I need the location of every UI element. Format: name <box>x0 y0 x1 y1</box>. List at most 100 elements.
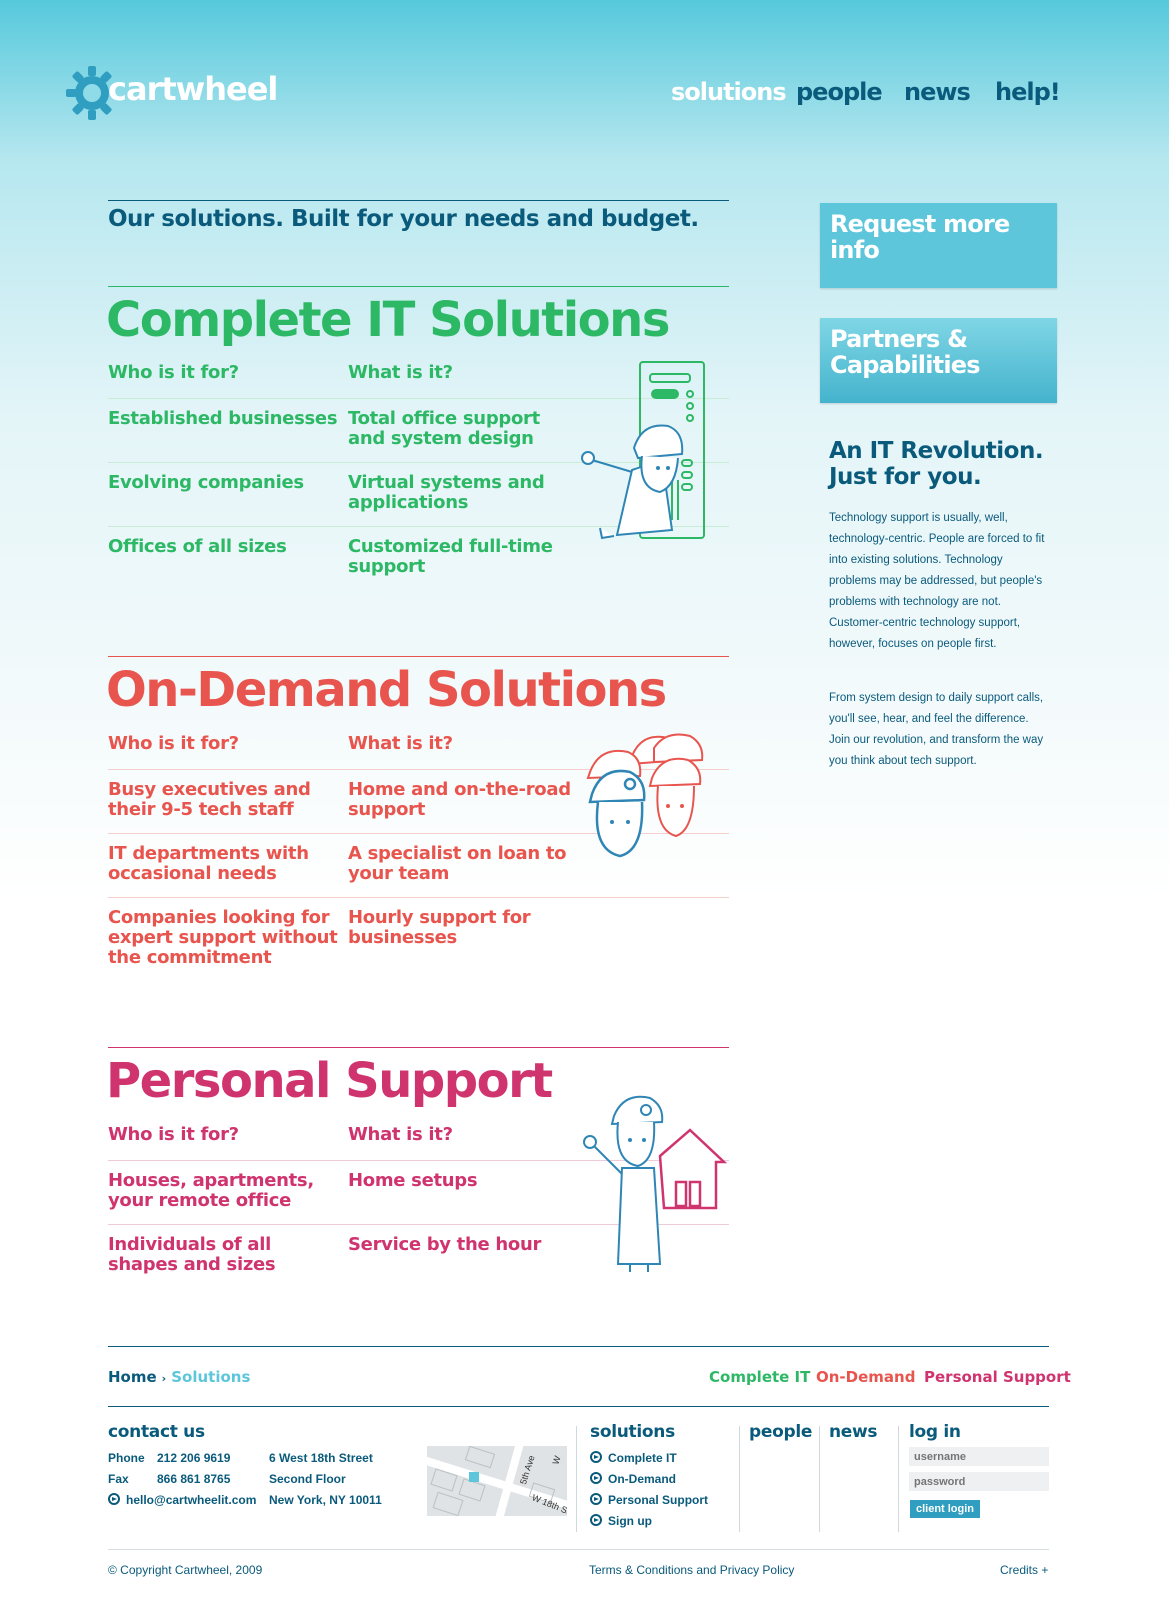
footer-solutions-label: Personal Support <box>608 1493 709 1507</box>
divider <box>108 1406 1049 1407</box>
nav-help[interactable]: help! <box>995 78 1061 106</box>
address-line: 6 West 18th Street <box>269 1451 373 1465</box>
table-cell: Established businesses <box>108 408 338 429</box>
password-input[interactable] <box>909 1472 1049 1491</box>
footer-solutions-item[interactable]: On-Demand <box>590 1472 676 1486</box>
table-cell: Busy executives and their 9-5 tech staff <box>108 779 311 820</box>
footer-signup-item[interactable]: Sign up <box>590 1514 652 1528</box>
table-cell: Evolving companies <box>108 472 304 493</box>
table-cell: Total office support and system design <box>348 408 540 449</box>
footer-solutions-label: On-Demand <box>608 1472 677 1486</box>
footer-solutions-item[interactable]: Personal Support <box>590 1493 708 1507</box>
team-heads-illustration <box>586 733 704 858</box>
nav-solutions[interactable]: solutions <box>671 78 787 106</box>
footer-link-personal-support[interactable]: Personal Support <box>924 1368 1071 1386</box>
table-cell: Virtual systems and applications <box>348 472 545 513</box>
breadcrumb: Home › Solutions <box>108 1368 250 1386</box>
row-divider <box>108 1224 729 1225</box>
main-nav: solutions people news help! <box>640 78 1061 118</box>
divider <box>108 1549 1049 1550</box>
divider <box>108 200 729 201</box>
nav-people[interactable]: people <box>796 78 883 106</box>
row-divider <box>108 1160 729 1161</box>
arrow-circle-icon <box>590 1493 602 1505</box>
address-line: New York, NY 10011 <box>269 1493 382 1507</box>
col-head-what: What is it? <box>348 733 453 754</box>
row-divider <box>108 398 729 399</box>
terms-link[interactable]: Terms & Conditions and Privacy Policy <box>589 1563 795 1577</box>
table-cell: IT departments with occasional needs <box>108 843 309 884</box>
partners-capabilities-button[interactable]: Partners & Capabilities <box>820 318 1057 403</box>
fax-label: Fax <box>108 1472 129 1486</box>
divider <box>108 1346 1049 1347</box>
sidebar-paragraph: Technology support is usually, well, tec… <box>829 512 1045 650</box>
table-cell: A specialist on loan to your team <box>348 843 567 884</box>
gear-icon <box>66 66 112 120</box>
email-link[interactable]: hello@cartwheelit.com <box>108 1493 256 1507</box>
table-cell: Houses, apartments, your remote office <box>108 1170 314 1211</box>
breadcrumb-home[interactable]: Home <box>108 1368 157 1386</box>
divider <box>108 656 729 657</box>
technician-server-illustration <box>581 361 705 540</box>
section-title-complete-it: Complete IT Solutions <box>106 292 670 348</box>
credits-link[interactable]: Credits + <box>1000 1563 1049 1577</box>
table-cell: Offices of all sizes <box>108 536 287 557</box>
phone-number: 212 206 9619 <box>157 1451 231 1465</box>
sidebar-title: An IT Revolution. Just for you. <box>829 438 1044 490</box>
footer-solutions-item[interactable]: Complete IT <box>590 1451 677 1465</box>
footer-link-complete-it[interactable]: Complete IT <box>709 1368 811 1386</box>
row-divider <box>108 462 729 463</box>
table-cell: Customized full-time support <box>348 536 553 577</box>
divider <box>108 1047 729 1048</box>
map-street-label: W <box>551 1454 563 1466</box>
chevron-right-icon: › <box>161 1372 167 1385</box>
col-head-who: Who is it for? <box>108 733 239 754</box>
table-cell: Home and on-the-road support <box>348 779 571 820</box>
phone-label: Phone <box>108 1451 145 1465</box>
footer-news-link[interactable]: news <box>829 1422 878 1442</box>
row-divider <box>108 769 729 770</box>
footer-link-on-demand[interactable]: On-Demand <box>816 1368 916 1386</box>
technician-house-illustration <box>583 1095 728 1272</box>
sidebar-paragraph: From system design to daily support call… <box>829 692 1044 767</box>
table-cell: Service by the hour <box>348 1234 542 1255</box>
footer-people-link[interactable]: people <box>749 1422 813 1442</box>
footer-solutions-heading: solutions <box>590 1422 675 1442</box>
col-head-what: What is it? <box>348 362 453 383</box>
arrow-circle-icon <box>590 1472 602 1484</box>
col-head-who: Who is it for? <box>108 1124 239 1145</box>
breadcrumb-current: Solutions <box>171 1368 251 1386</box>
brand-logo[interactable]: cartwheel <box>66 64 286 124</box>
fax-number: 866 861 8765 <box>157 1472 231 1486</box>
client-login-button[interactable]: client login <box>910 1500 980 1518</box>
username-input[interactable] <box>909 1447 1049 1466</box>
table-cell: Companies looking for expert support wit… <box>108 907 338 968</box>
column-divider <box>739 1426 740 1532</box>
column-divider <box>819 1426 820 1532</box>
column-divider <box>898 1426 899 1532</box>
copyright-text: © Copyright Cartwheel, 2009 <box>108 1563 263 1577</box>
section-title-on-demand: On-Demand Solutions <box>106 662 667 718</box>
contact-heading: contact us <box>108 1422 205 1442</box>
table-cell: Home setups <box>348 1170 478 1191</box>
section-title-personal: Personal Support <box>106 1053 553 1109</box>
nav-news[interactable]: news <box>904 78 971 106</box>
location-map[interactable]: 5th Ave W 18th St W <box>427 1446 567 1516</box>
request-info-button[interactable]: Request more info <box>820 203 1057 288</box>
col-head-what: What is it? <box>348 1124 453 1145</box>
divider <box>108 286 729 287</box>
arrow-circle-icon <box>590 1514 602 1526</box>
arrow-circle-icon <box>590 1451 602 1463</box>
row-divider <box>108 526 729 527</box>
arrow-circle-icon <box>108 1493 120 1505</box>
column-divider <box>576 1426 577 1532</box>
footer-solutions-label: Complete IT <box>608 1451 677 1465</box>
page-intro: Our solutions. Built for your needs and … <box>108 206 699 232</box>
address-line: Second Floor <box>269 1472 346 1486</box>
col-head-who: Who is it for? <box>108 362 239 383</box>
row-divider <box>108 833 729 834</box>
row-divider <box>108 897 729 898</box>
table-cell: Individuals of all shapes and sizes <box>108 1234 276 1275</box>
table-cell: Hourly support for businesses <box>348 907 531 948</box>
footer-solutions-label: Sign up <box>608 1514 652 1528</box>
